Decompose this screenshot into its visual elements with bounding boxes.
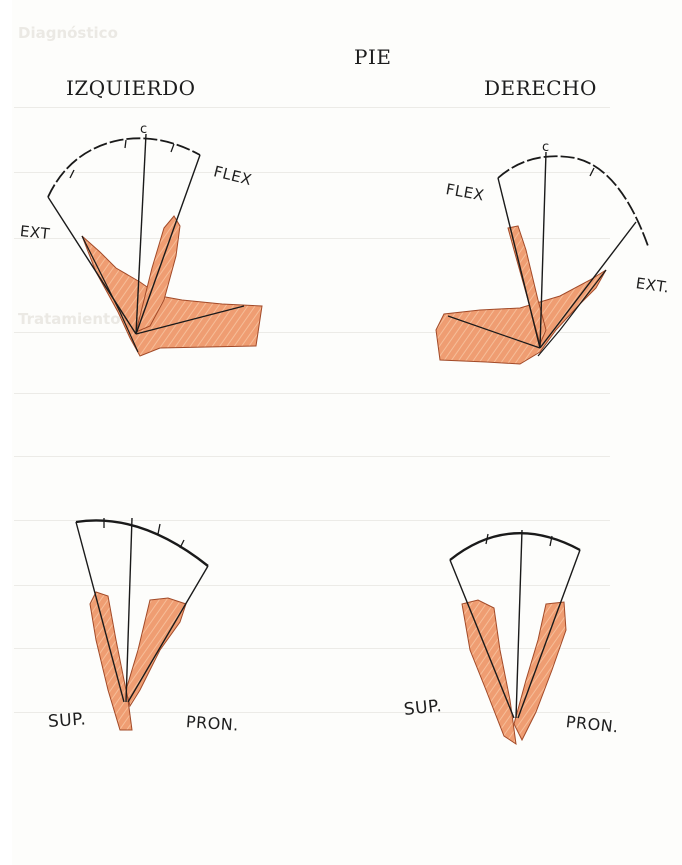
left-pron-label: PRON. [185,712,239,735]
left-rot-ray-a [76,522,124,702]
right-ray-ext [540,222,636,348]
left-tick [125,140,126,148]
left-tick [171,144,174,152]
right-rotation-diagram [450,530,580,744]
right-foot-sole [436,270,606,364]
left-rot-tick [158,524,160,534]
left-rotation-diagram [76,518,208,730]
right-center-mark: c [542,140,550,155]
left-center-mark: c [140,122,148,137]
right-tick [590,168,594,176]
left-arc [48,138,200,197]
left-tick [70,170,74,178]
right-rot-foot-a [462,600,516,744]
left-ext-label: EXT [19,222,51,243]
left-rot-foot-a [90,592,132,730]
left-rot-arc [76,520,208,566]
right-rot-ray-b [518,550,580,718]
right-rot-arc [450,533,580,560]
right-rot-ray-a [450,560,514,718]
left-ray-ext [48,197,136,334]
left-rot-ray-b [128,566,208,702]
right-rot-foot-b [514,602,566,740]
right-rot-ray-center [516,530,522,718]
left-sup-label: SUP. [47,709,87,732]
right-sup-label: SUP. [403,696,443,720]
